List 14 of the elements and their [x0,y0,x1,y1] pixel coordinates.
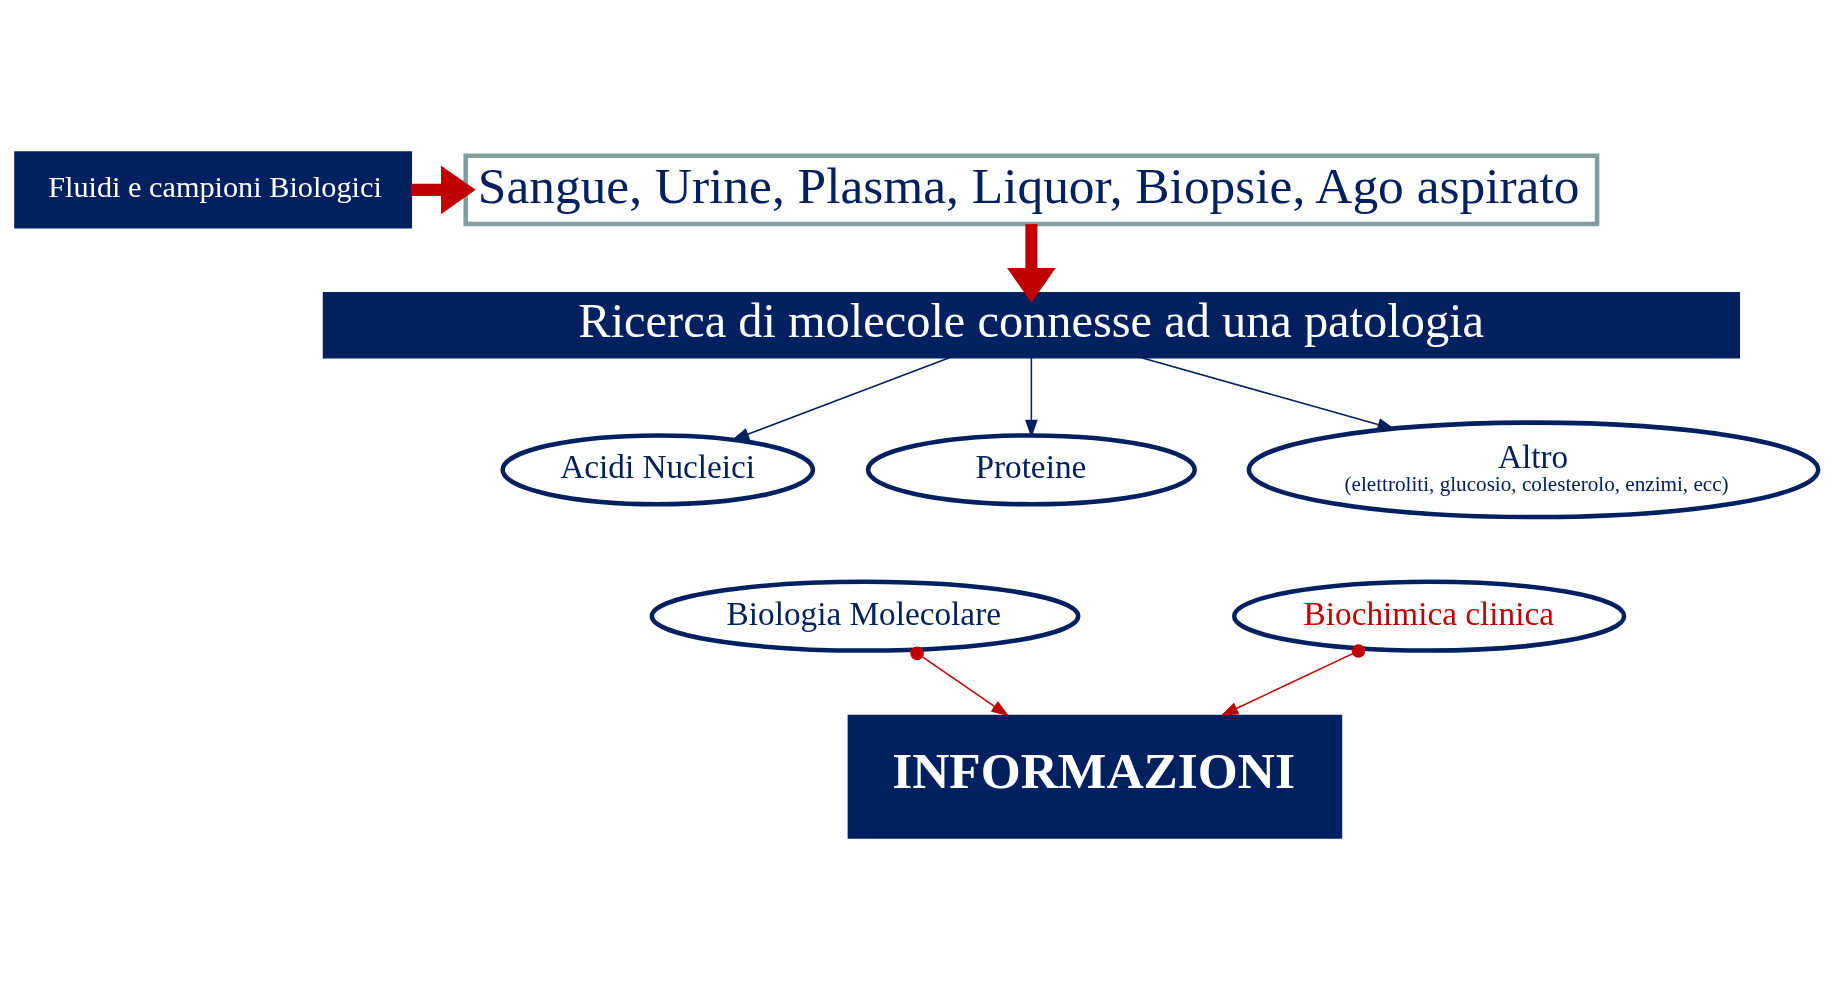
arrow [1007,223,1056,303]
node-box: Sangue, Urine, Plasma, Liquor, Biopsie, Ago aspirato [463,153,1600,226]
arrow [1025,356,1038,438]
arrow [731,356,951,441]
node-ellipse: Biochimica clinica [1231,578,1627,653]
arrow [910,646,1010,717]
node-box: Ricerca di molecole connesse ad una patologia [322,291,1740,358]
arrow [1220,643,1366,716]
node-box: INFORMAZIONI [847,714,1343,839]
node-ellipse: Biologia Molecolare [649,578,1081,653]
node-ellipse: Acidi Nucleici [500,432,816,507]
node-box: Fluidi e campioni Biologici [14,150,412,228]
node-ellipse: Proteine [865,432,1197,507]
arrow [411,165,476,214]
